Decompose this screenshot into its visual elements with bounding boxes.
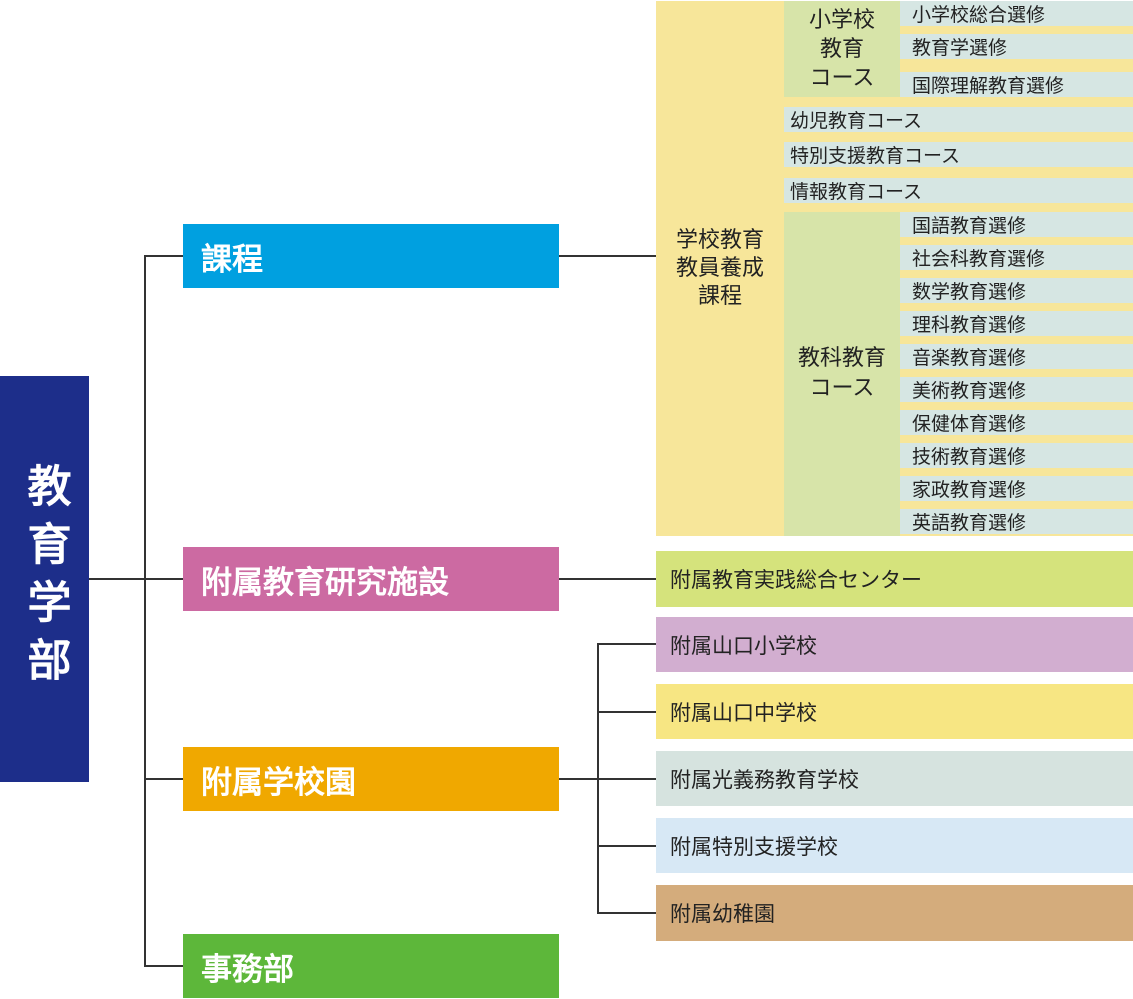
connector-katei [144,255,184,257]
school-yochien: 附属幼稚園 [656,885,1133,941]
option-shogakko-3: 国際理解教育選修 [900,72,1133,97]
school-gimu: 附属光義務教育学校 [656,751,1133,806]
connector-school-3 [597,778,656,780]
connector-jimubu [144,965,184,967]
school-label: 附属光義務教育学校 [670,767,859,792]
connector-schools [559,778,599,780]
option-kyoka-5: 音楽教育選修 [900,344,1133,369]
root-label: 教育学部 [19,463,71,695]
root-node: 教育学部 [0,376,89,782]
connector-school-1 [597,643,656,645]
option-shogakko-2: 教育学選修 [900,34,1133,59]
course-tokubetsu: 特別支援教育コース [784,142,1133,167]
option-kyoka-6: 美術教育選修 [900,377,1133,402]
option-kyoka-9: 家政教育選修 [900,476,1133,501]
connector-fuzoku-kenkyu [144,578,184,580]
option-kyoka-3: 数学教育選修 [900,278,1133,303]
school-shogakko: 附属山口小学校 [656,617,1133,672]
branch-jimubu: 事務部 [183,934,559,998]
school-tokubetsu: 附属特別支援学校 [656,818,1133,873]
branch-fuzoku-gakkoen-label: 附属学校園 [201,764,356,801]
connector-trunk-vertical [144,255,146,967]
connector-school-4 [597,845,656,847]
school-label: 附属山口中学校 [670,700,817,725]
connector-katei-program [559,255,656,257]
branch-fuzoku-kenkyu-label: 附属教育研究施設 [201,564,449,601]
course-kyoka: 教科教育 コース [784,212,900,536]
research-center-label: 附属教育実践総合センター [670,568,922,592]
school-label: 附属幼稚園 [670,902,775,926]
branch-katei: 課程 [183,224,559,288]
connector-school-5 [597,912,656,914]
school-chugakko: 附属山口中学校 [656,684,1133,739]
katei-program-label: 学校教育 教員養成 課程 [675,227,764,309]
school-label: 附属特別支援学校 [670,834,838,859]
option-kyoka-2: 社会科教育選修 [900,245,1133,270]
option-kyoka-10: 英語教育選修 [900,509,1133,534]
course-yoji: 幼児教育コース [784,107,1133,132]
branch-fuzoku-kenkyu: 附属教育研究施設 [183,547,559,611]
school-label: 附属山口小学校 [670,633,817,658]
option-shogakko-1: 小学校総合選修 [900,1,1133,26]
option-kyoka-1: 国語教育選修 [900,212,1133,237]
connector-school-2 [597,711,656,713]
connector-root-trunk [89,578,146,580]
course-joho: 情報教育コース [784,178,1133,203]
option-kyoka-7: 保健体育選修 [900,410,1133,435]
research-center: 附属教育実践総合センター [656,551,1133,607]
branch-katei-label: 課程 [201,241,263,278]
branch-jimubu-label: 事務部 [201,951,294,988]
option-kyoka-4: 理科教育選修 [900,311,1133,336]
branch-fuzoku-gakkoen: 附属学校園 [183,747,559,811]
course-shogakko: 小学校 教育 コース [784,1,900,97]
option-kyoka-8: 技術教育選修 [900,443,1133,468]
connector-fuzoku-gakkoen [144,778,184,780]
connector-research-center [559,578,656,580]
